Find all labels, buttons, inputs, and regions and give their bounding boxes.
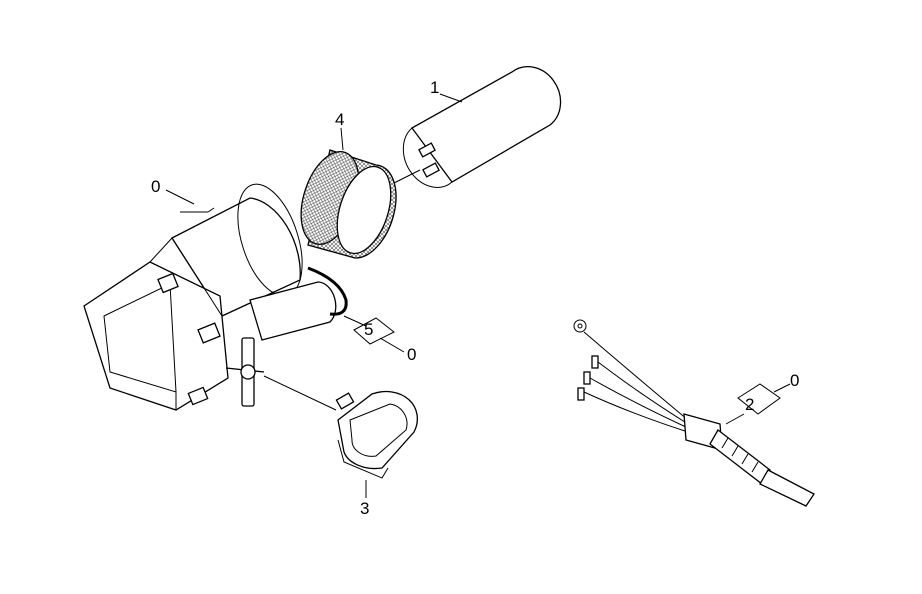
callout-0-top-left: 0 [151,177,215,213]
switch-part [335,390,418,479]
callout-label-1: 1 [430,78,439,97]
callout-label-5: 5 [364,320,373,339]
cable-part [573,319,815,507]
callout-0-mid: 0 [407,345,416,364]
callout-5: 5 [343,315,405,353]
filter-ring-part [300,149,397,259]
callout-2: 2 [725,383,791,425]
callout-3: 3 [360,480,369,518]
callout-label-4: 4 [335,110,344,129]
callout-label-3: 3 [360,499,369,518]
callout-4: 4 [335,110,344,151]
capacitor-part [391,66,562,188]
callout-1: 1 [430,78,463,103]
callout-0-cable: 0 [790,371,799,390]
callout-label-0-cable: 0 [790,371,799,390]
assembly-line [263,375,337,411]
callout-label-0-mid: 0 [407,345,416,364]
callout-label-2: 2 [745,395,754,414]
callout-label-0-top-left: 0 [151,177,160,196]
motor-housing-part [83,183,348,411]
